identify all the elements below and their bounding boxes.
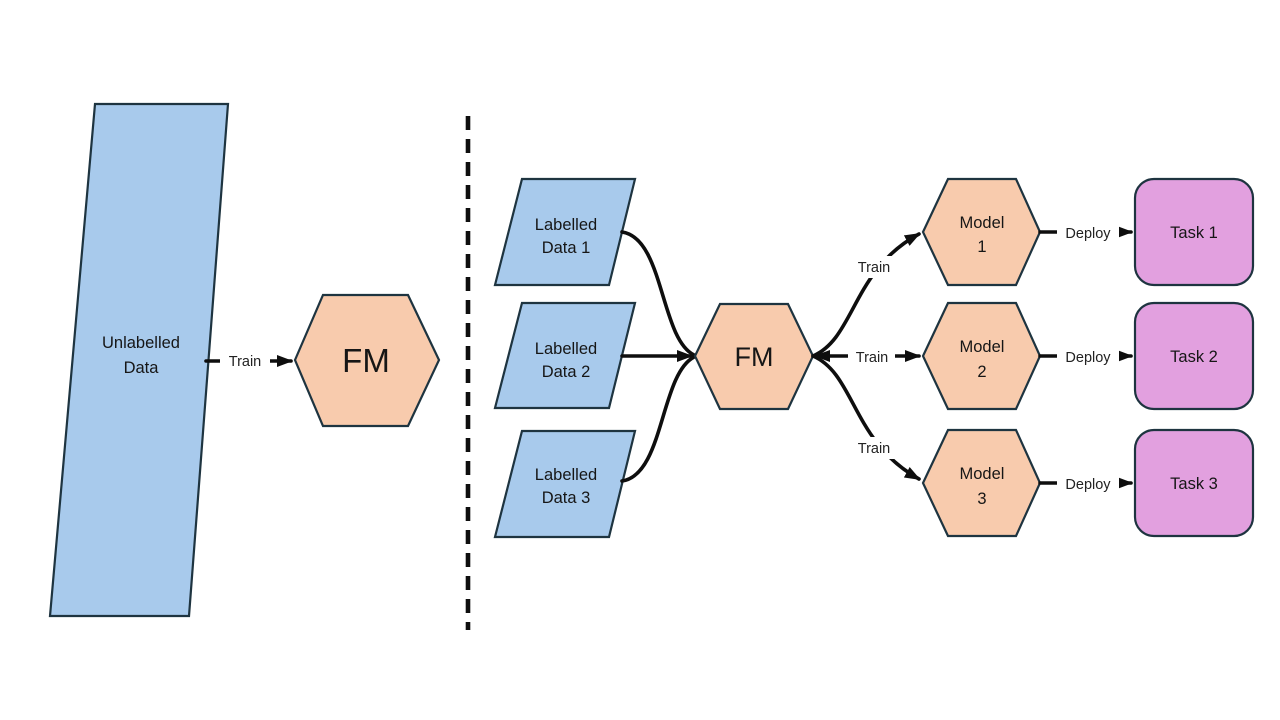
- deploy-label-3: Deploy: [1065, 477, 1111, 493]
- model-3-hexagon: [921, 428, 1042, 538]
- model-2-label-line2: 2: [977, 363, 986, 381]
- model-1-label-line1: Model: [960, 214, 1005, 232]
- labelled-data-3-parallelogram: [493, 429, 637, 539]
- task-2-box: [1133, 301, 1255, 411]
- train-label-bg-left: [220, 350, 270, 372]
- labelled-data-1-parallelogram: [493, 177, 637, 287]
- unlabelled-data-label-line2: Data: [124, 359, 160, 377]
- fm-hexagon-left: [293, 293, 441, 428]
- model-1-label-line2: 1: [977, 238, 986, 256]
- connector-data3-to-fm: [620, 355, 696, 483]
- model-3-label-line1: Model: [960, 465, 1005, 483]
- deploy-label-2: Deploy: [1065, 350, 1111, 366]
- task-1-box: [1133, 177, 1255, 287]
- deploy-label-bg-1: [1057, 222, 1119, 244]
- deploy-label-bg-2: [1057, 346, 1119, 368]
- task-3-box: [1133, 428, 1255, 538]
- unlabelled-data-label-line1: Unlabelled: [102, 334, 180, 352]
- train-label-3: Train: [858, 441, 891, 457]
- train-label-bg-3: [850, 437, 897, 459]
- task-2-label: Task 2: [1170, 348, 1218, 366]
- labelled-data-3-label-line2: Data 3: [542, 489, 591, 507]
- deploy-label-1: Deploy: [1065, 226, 1111, 242]
- train-label-1: Train: [858, 260, 891, 276]
- model-2-label-line1: Model: [960, 338, 1005, 356]
- task-3-label: Task 3: [1170, 475, 1218, 493]
- labelled-data-2-label-line1: Labelled: [535, 340, 597, 358]
- model-3-label-line2: 3: [977, 490, 986, 508]
- connector-data1-to-fm: [620, 230, 696, 357]
- task-1-label: Task 1: [1170, 224, 1218, 242]
- model-1-hexagon: [921, 177, 1042, 287]
- labelled-data-2-parallelogram: [493, 301, 637, 410]
- fm-label-left: FM: [342, 342, 390, 379]
- train-label-bg-2: [848, 346, 895, 368]
- train-connector-fm-to-model1: [811, 232, 921, 358]
- fm-label-right: FM: [735, 342, 774, 372]
- labelled-data-1-label-line1: Labelled: [535, 216, 597, 234]
- train-connector-fm-to-model3: [811, 354, 921, 481]
- train-label-bg-1: [850, 256, 897, 278]
- labelled-data-2-label-line2: Data 2: [542, 363, 591, 381]
- labelled-data-3-label-line1: Labelled: [535, 466, 597, 484]
- deploy-label-bg-3: [1057, 473, 1119, 495]
- model-2-hexagon: [921, 301, 1042, 411]
- train-label-left: Train: [229, 354, 262, 370]
- labelled-data-1-label-line2: Data 1: [542, 239, 591, 257]
- train-label-2: Train: [856, 350, 889, 366]
- unlabelled-data-parallelogram: [48, 102, 230, 618]
